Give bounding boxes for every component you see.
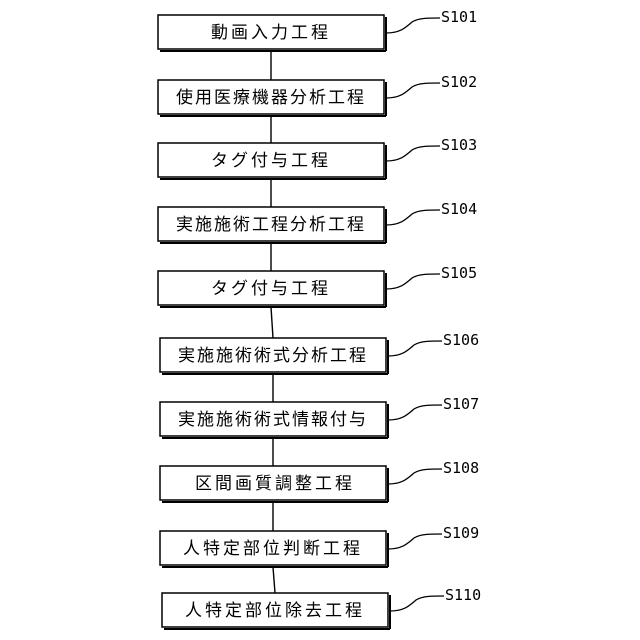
step-s104: 実施施術工程分析工程 S104 (158, 200, 477, 243)
step-label: 実施施術術式分析工程 (178, 346, 368, 366)
leader-line (390, 596, 444, 611)
connector-line (273, 567, 275, 593)
step-id-label: S104 (441, 200, 477, 218)
connector-lines (271, 51, 275, 593)
step-label: 実施施術術式情報付与 (178, 410, 368, 430)
step-id-label: S109 (443, 524, 479, 542)
step-s110: 人特定部位除去工程 S110 (162, 586, 481, 629)
step-s101: 動画入力工程 S101 (158, 8, 477, 51)
step-label: 実施施術工程分析工程 (176, 215, 366, 235)
step-label: 人特定部位判断工程 (183, 539, 363, 559)
step-s106: 実施施術術式分析工程 S106 (160, 331, 479, 374)
step-id-label: S107 (443, 395, 479, 413)
step-label: 区間画質調整工程 (195, 474, 355, 494)
step-label: 使用医療機器分析工程 (176, 87, 366, 108)
step-s105: タグ付与工程 S105 (158, 264, 477, 307)
leader-line (386, 210, 440, 225)
step-label: タグ付与工程 (211, 151, 331, 171)
step-id-label: S101 (441, 8, 477, 26)
step-id-label: S108 (443, 459, 479, 477)
connector-line (271, 307, 273, 338)
leader-line (388, 405, 442, 420)
leader-line (388, 341, 442, 356)
leader-line (388, 534, 442, 549)
step-id-label: S102 (441, 73, 477, 91)
step-s107: 実施施術術式情報付与 S107 (160, 395, 479, 438)
step-s103: タグ付与工程 S103 (158, 136, 477, 179)
leader-line (386, 83, 440, 98)
step-label: タグ付与工程 (211, 279, 331, 299)
step-s102: 使用医療機器分析工程 S102 (158, 73, 477, 116)
leader-line (386, 146, 440, 161)
step-s108: 区間画質調整工程 S108 (160, 459, 479, 502)
step-label: 人特定部位除去工程 (185, 601, 365, 621)
leader-line (386, 18, 440, 33)
step-label: 動画入力工程 (211, 23, 331, 43)
step-id-label: S110 (445, 586, 481, 604)
step-id-label: S106 (443, 331, 479, 349)
step-id-label: S103 (441, 136, 477, 154)
step-s109: 人特定部位判断工程 S109 (160, 524, 479, 567)
leader-line (386, 274, 440, 289)
leader-line (388, 469, 442, 484)
step-id-label: S105 (441, 264, 477, 282)
